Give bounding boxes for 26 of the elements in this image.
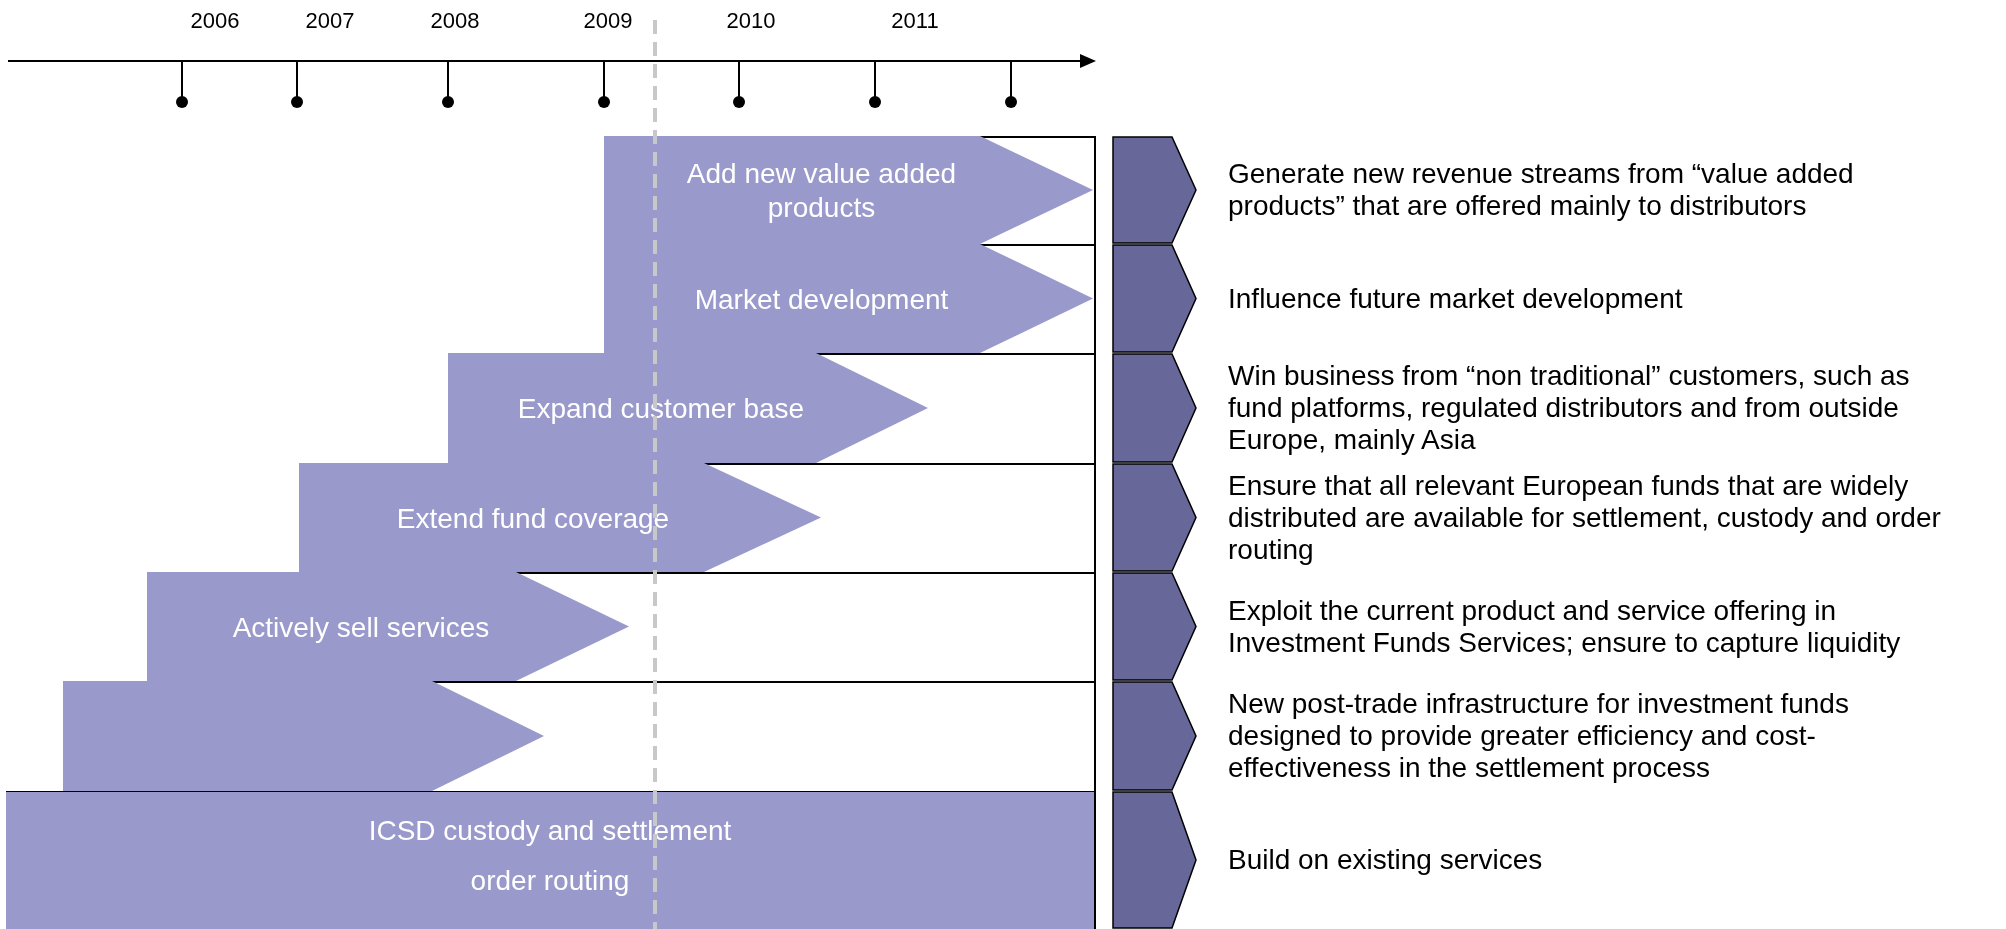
year-label: 2011 [891, 8, 939, 34]
timeline-row-box [63, 681, 1096, 791]
initiative-label: Market development [693, 282, 950, 317]
service-label: ICSD custody and settlement [367, 814, 733, 848]
goal-description: Exploit the current product and service offering in Investment Funds Services; ensure to capture liquidity [1228, 594, 1902, 659]
timeline-row-box [299, 463, 1096, 572]
goal-description: Win business from “non traditional” customers, such as fund platforms, regulated distributors and from outside Europe, mainly Asia [1228, 359, 1911, 457]
timeline-row-box [147, 572, 1096, 681]
goal-description: Generate new revenue streams from “value added products” that are offered mainly to distributors [1228, 157, 1855, 223]
service-label: order routing [469, 864, 631, 898]
initiative-label: Extend fund coverage [395, 501, 671, 536]
year-label: 2009 [583, 8, 633, 34]
year-label: 2008 [430, 8, 480, 34]
initiative-label: Add new value added products [685, 157, 958, 225]
goal-description: Build on existing services [1228, 843, 1544, 877]
goal-description: New post-trade infrastructure for investment funds designed to provide greater efficiency and cost-effectiveness in the settlement process [1228, 687, 1850, 785]
goal-description: Ensure that all relevant European funds that are widely distributed are available for settlement, custody and order routing [1228, 469, 1942, 566]
timeline-row-box [604, 244, 1096, 353]
year-label: 2006 [190, 8, 240, 34]
year-label: 2010 [726, 8, 776, 34]
timeline-row-box [448, 353, 1096, 463]
initiative-label: Actively sell services [231, 610, 491, 645]
year-label: 2007 [305, 8, 355, 34]
goal-description: Influence future market development [1228, 282, 1684, 315]
initiative-label: Expand customer base [516, 392, 806, 426]
timeline-row-box [604, 136, 1096, 244]
